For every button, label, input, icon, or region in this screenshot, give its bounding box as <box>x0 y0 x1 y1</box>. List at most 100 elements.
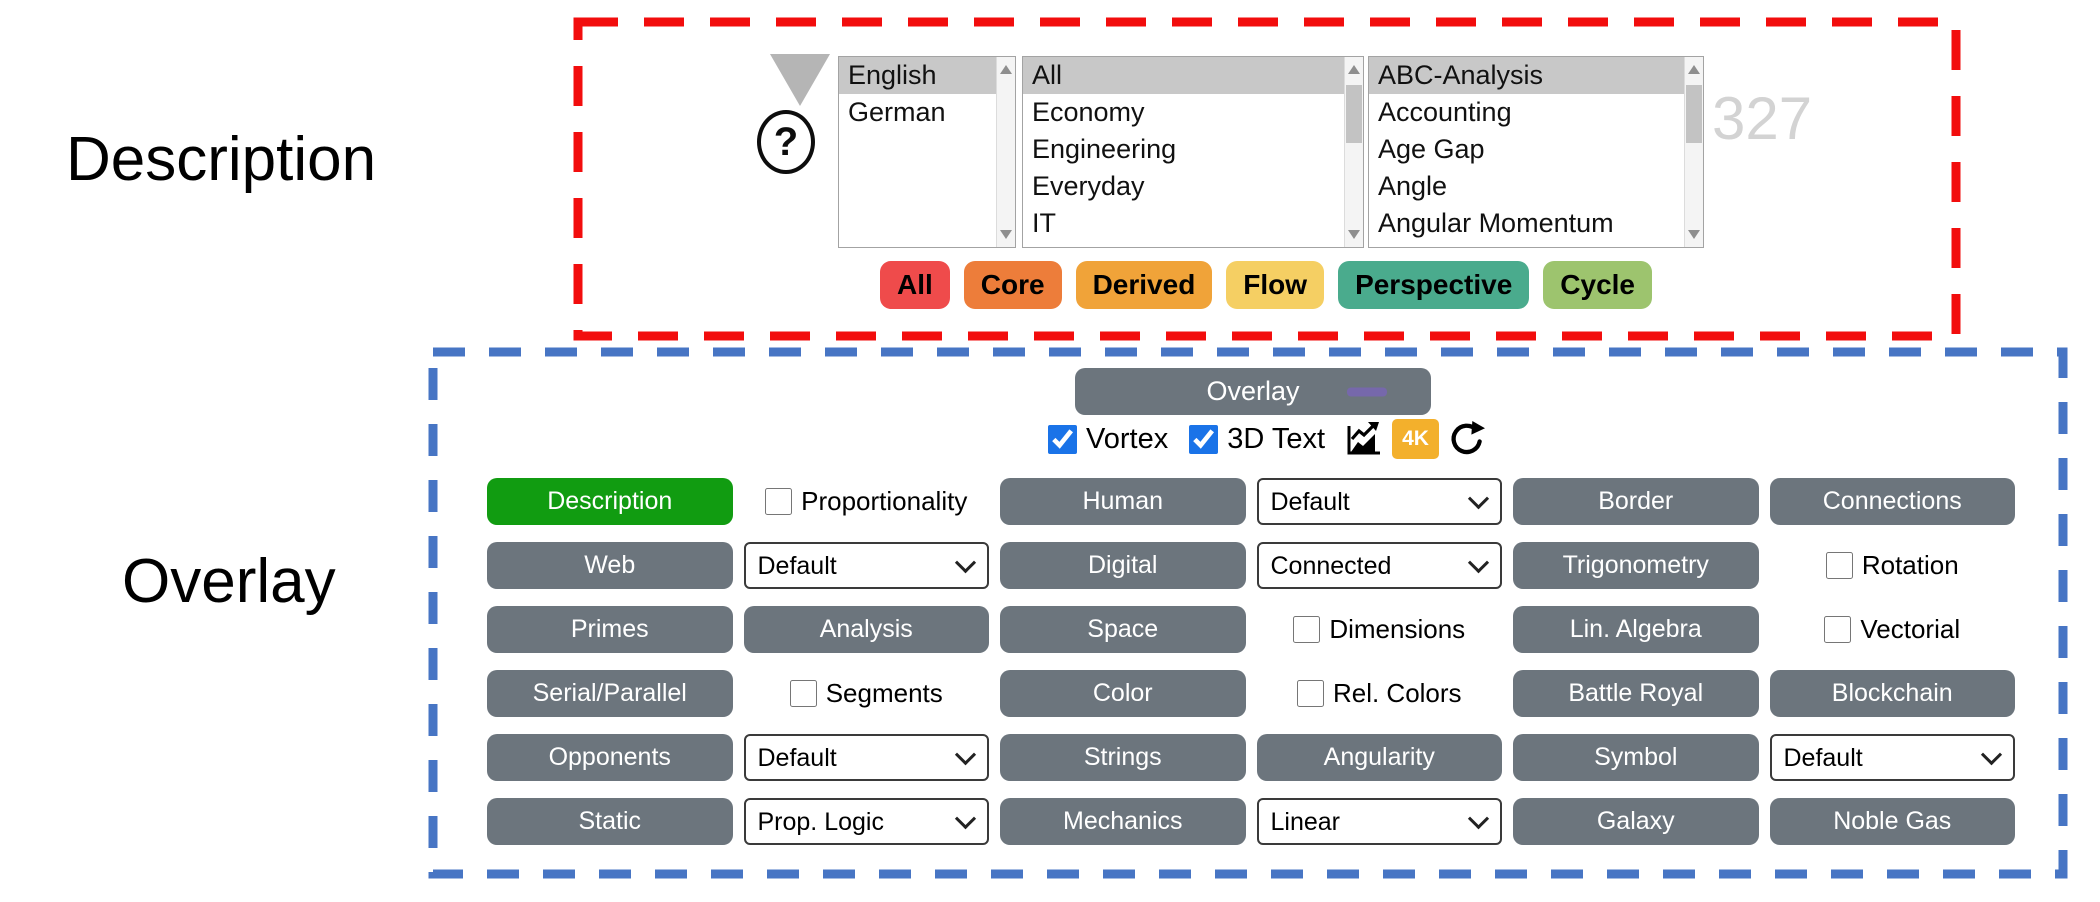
list-item[interactable]: Age Gap <box>1378 134 1485 164</box>
scrollbar[interactable] <box>996 57 1015 247</box>
opponents-option-select[interactable]: Default <box>743 734 989 781</box>
result-count: 327 <box>1712 85 1813 152</box>
web-option-select[interactable]: Default <box>743 542 989 589</box>
list-item[interactable]: IT <box>1032 208 1056 238</box>
opponents-button[interactable]: Opponents <box>487 734 733 781</box>
grid-cell: Rotation <box>1770 542 2016 589</box>
lin-algebra-button[interactable]: Lin. Algebra <box>1513 606 1759 653</box>
analysis-button[interactable]: Analysis <box>743 606 989 653</box>
grid-cell: Segments <box>744 670 990 717</box>
opponents-option-select-wrap: Default <box>743 734 989 781</box>
grid-cell: Mechanics <box>1000 798 1246 845</box>
symbol-option-select[interactable]: Default <box>1769 734 2015 781</box>
grid-cell: Noble Gas <box>1769 798 2015 845</box>
grid-cell: Default <box>1769 734 2015 781</box>
color-button[interactable]: Color <box>1000 670 1246 717</box>
mechanics-option-select[interactable]: Linear <box>1256 798 1502 845</box>
border-button[interactable]: Border <box>1513 478 1759 525</box>
list-item[interactable]: Everyday <box>1032 171 1145 201</box>
scrollbar[interactable] <box>1684 57 1703 247</box>
filter-button-core[interactable]: Core <box>963 261 1062 309</box>
rel-colors-checkbox[interactable] <box>1296 680 1324 707</box>
grid-cell: Blockchain <box>1769 670 2015 717</box>
grid-cell: Space <box>1000 606 1246 653</box>
grid-cell: Angularity <box>1256 734 1502 781</box>
4k-badge[interactable]: 4K <box>1392 419 1440 459</box>
strings-button[interactable]: Strings <box>1000 734 1246 781</box>
grid-cell: Analysis <box>743 606 989 653</box>
vectorial-checkbox[interactable] <box>1824 616 1852 643</box>
scroll-up-icon[interactable] <box>1688 65 1700 74</box>
scroll-down-icon[interactable] <box>1000 230 1012 239</box>
scroll-up-icon[interactable] <box>1000 65 1012 74</box>
proportionality-label: Proportionality <box>801 486 968 516</box>
minimize-dash-icon[interactable] <box>1347 387 1387 396</box>
list-item[interactable]: Angular Momentum <box>1378 208 1614 238</box>
proportionality-checkbox[interactable] <box>765 488 793 515</box>
scroll-up-icon[interactable] <box>1348 65 1360 74</box>
dimensions-checkbox[interactable] <box>1293 616 1321 643</box>
filter-button-flow[interactable]: Flow <box>1226 261 1325 309</box>
filter-button-perspective[interactable]: Perspective <box>1338 261 1530 309</box>
category-listbox[interactable]: All Economy Engineering Everyday IT <box>1022 56 1364 248</box>
symbol-button[interactable]: Symbol <box>1513 734 1759 781</box>
filter-button-derived[interactable]: Derived <box>1075 261 1213 309</box>
scrollbar[interactable] <box>1344 57 1363 247</box>
vortex-checkbox[interactable] <box>1048 424 1077 454</box>
scrollbar-thumb[interactable] <box>1346 85 1362 143</box>
description-button[interactable]: Description <box>487 478 733 525</box>
segments-checkbox[interactable] <box>789 680 817 707</box>
overlay-header-button[interactable]: Overlay <box>1075 368 1431 415</box>
list-item[interactable]: Economy <box>1032 97 1145 127</box>
web-button[interactable]: Web <box>487 542 733 589</box>
scroll-down-icon[interactable] <box>1688 230 1700 239</box>
mechanics-button[interactable]: Mechanics <box>1000 798 1246 845</box>
rotation-checkbox[interactable] <box>1825 552 1853 579</box>
triangle-down-icon[interactable] <box>770 54 830 106</box>
refresh-icon[interactable] <box>1448 420 1486 458</box>
static-button[interactable]: Static <box>487 798 733 845</box>
static-option-select[interactable]: Prop. Logic <box>743 798 989 845</box>
grid-cell: Prop. Logic <box>743 798 989 845</box>
3d-text-checkbox[interactable] <box>1189 424 1219 454</box>
digital-option-select[interactable]: Connected <box>1256 542 1502 589</box>
noble-gas-button[interactable]: Noble Gas <box>1769 798 2015 845</box>
list-item[interactable]: English <box>839 57 996 94</box>
list-item[interactable]: Accounting <box>1378 97 1512 127</box>
scroll-down-icon[interactable] <box>1348 230 1360 239</box>
scrollbar-thumb[interactable] <box>1686 85 1702 143</box>
digital-button[interactable]: Digital <box>1000 542 1246 589</box>
chart-icon[interactable] <box>1346 422 1383 456</box>
human-button[interactable]: Human <box>1000 478 1246 525</box>
grid-cell: Lin. Algebra <box>1513 606 1759 653</box>
grid-cell: Trigonometry <box>1513 542 1759 589</box>
blockchain-button[interactable]: Blockchain <box>1769 670 2015 717</box>
angularity-button[interactable]: Angularity <box>1256 734 1502 781</box>
dimensions-label: Dimensions <box>1329 614 1466 644</box>
serial-parallel-button[interactable]: Serial/Parallel <box>487 670 733 717</box>
topic-listbox[interactable]: ABC-Analysis Accounting Age Gap Angle An… <box>1368 56 1704 248</box>
list-item[interactable]: ABC-Analysis <box>1369 57 1684 94</box>
space-button[interactable]: Space <box>1000 606 1246 653</box>
mechanics-option-select-wrap: Linear <box>1256 798 1502 845</box>
filter-button-all[interactable]: All <box>880 261 950 309</box>
human-option-select[interactable]: Default <box>1256 478 1502 525</box>
grid-cell: Default <box>1256 478 1502 525</box>
trigonometry-button[interactable]: Trigonometry <box>1513 542 1759 589</box>
grid-cell: Default <box>743 734 989 781</box>
list-item[interactable]: German <box>848 97 946 127</box>
static-option-select-wrap: Prop. Logic <box>743 798 989 845</box>
vortex-label: Vortex <box>1086 422 1169 455</box>
language-listbox[interactable]: English German <box>838 56 1016 248</box>
filter-button-cycle[interactable]: Cycle <box>1543 261 1652 309</box>
list-item[interactable]: All <box>1023 57 1344 94</box>
galaxy-button[interactable]: Galaxy <box>1513 798 1759 845</box>
help-icon[interactable]: ? <box>757 110 815 174</box>
primes-button[interactable]: Primes <box>487 606 733 653</box>
grid-cell: Border <box>1513 478 1759 525</box>
battle-royal-button[interactable]: Battle Royal <box>1513 670 1759 717</box>
list-item[interactable]: Angle <box>1378 171 1448 201</box>
list-item[interactable]: Engineering <box>1032 134 1177 164</box>
connections-button[interactable]: Connections <box>1769 478 2015 525</box>
